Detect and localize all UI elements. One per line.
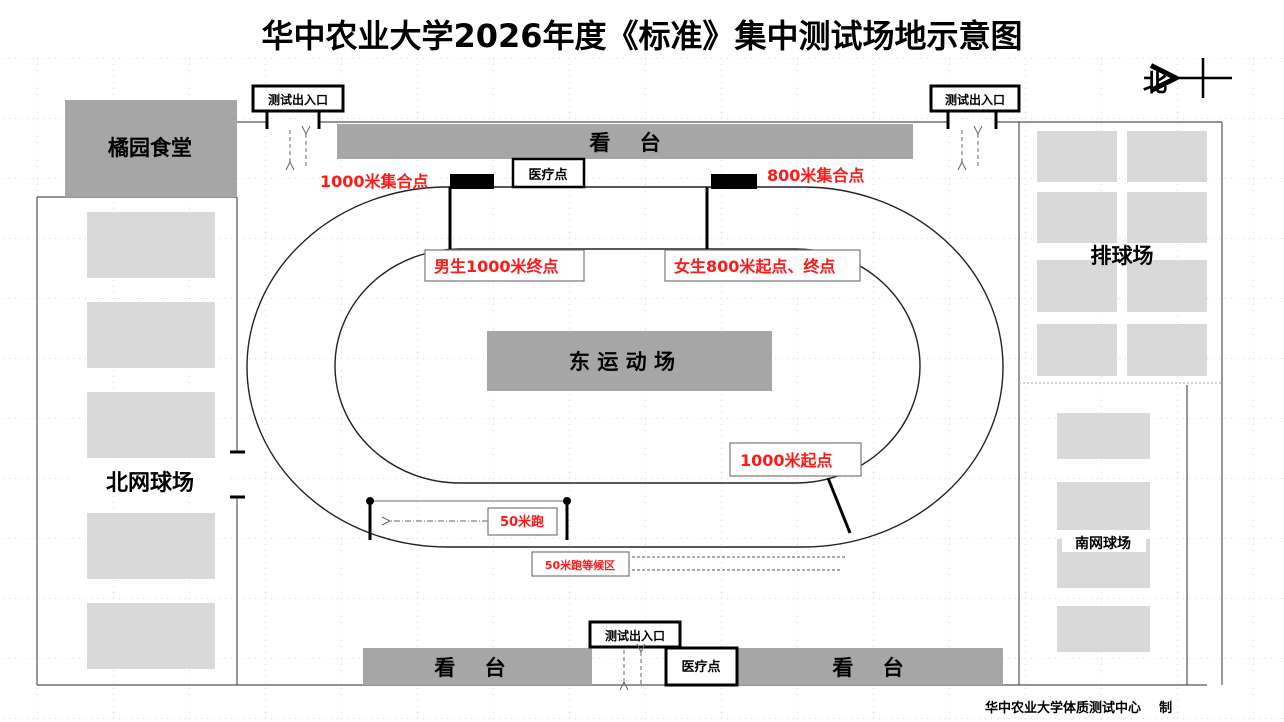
- waiting-50: 50米跑等候区: [531, 551, 845, 577]
- court: [1037, 131, 1117, 182]
- assembly-1000: 1000米集合点: [320, 172, 494, 249]
- volleyball-label: 排球场: [1091, 244, 1154, 268]
- court: [1057, 482, 1150, 530]
- medical-point-top: 医疗点: [511, 157, 586, 189]
- court: [1037, 260, 1117, 312]
- waiting-50-label: 50米跑等候区: [545, 558, 615, 572]
- medical-label: 医疗点: [681, 659, 720, 675]
- south-tennis-courts: 南网球场: [1057, 413, 1150, 652]
- start-1000-label: 1000米起点: [740, 451, 833, 470]
- north-tennis-gate: [230, 450, 245, 499]
- entrance-top-left: 测试出入口: [251, 84, 345, 166]
- entrance-label: 测试出入口: [605, 628, 665, 643]
- north-tennis-label: 北网球场: [106, 471, 194, 496]
- medical-label: 医疗点: [528, 167, 567, 183]
- top-stand-label: 看 台: [589, 131, 660, 155]
- start-finish-800-female: 女生800米起点、终点: [664, 249, 861, 282]
- sprint-50: 50米跑: [366, 497, 571, 540]
- court: [87, 603, 215, 669]
- east-field: 东 运 动 场: [487, 331, 772, 391]
- top-stand: 看 台: [337, 124, 913, 159]
- finish-1000-label: 男生1000米终点: [434, 257, 559, 276]
- court: [87, 392, 215, 458]
- court: [87, 302, 215, 368]
- court: [1037, 324, 1117, 376]
- court: [87, 513, 215, 579]
- court: [1127, 192, 1207, 243]
- stand-label: 看 台: [434, 656, 505, 680]
- south-tennis-label: 南网球场: [1075, 535, 1131, 552]
- assembly-1000-label: 1000米集合点: [320, 172, 429, 191]
- compass: 北: [1143, 58, 1232, 98]
- track-inner-lane: [334, 248, 921, 484]
- entrance-top-right: 测试出入口: [929, 84, 1021, 166]
- canteen-label: 橘园食堂: [108, 136, 192, 160]
- entrance-label: 测试出入口: [945, 92, 1005, 107]
- start-800-label: 女生800米起点、终点: [674, 257, 835, 276]
- assembly-marker: [711, 174, 757, 189]
- finish-1000-male: 男生1000米终点: [424, 249, 585, 282]
- entrance-bottom: 测试出入口: [588, 620, 682, 684]
- assembly-marker: [450, 174, 494, 189]
- footer-credit: 华中农业大学体质测试中心 制: [985, 700, 1172, 716]
- north-tennis-courts: 北网球场: [70, 212, 230, 669]
- compass-north-label: 北: [1143, 69, 1167, 97]
- start-1000: 1000米起点: [729, 442, 862, 534]
- court: [1057, 606, 1150, 652]
- court: [87, 212, 215, 278]
- court: [1037, 192, 1117, 243]
- assembly-800-label: 800米集合点: [767, 166, 864, 185]
- track-outer-lane: [246, 186, 1004, 548]
- court: [1127, 131, 1207, 182]
- volleyball-courts: 排球场: [1037, 131, 1207, 376]
- running-track: [246, 186, 1004, 548]
- bottom-stand-right: 看 台: [737, 648, 1003, 685]
- assembly-800: 800米集合点: [705, 166, 864, 249]
- canteen: 橘园食堂: [65, 100, 237, 197]
- entrance-label: 测试出入口: [268, 92, 328, 107]
- bottom-stand-left: 看 台: [363, 648, 592, 685]
- medical-point-bottom: 医疗点: [664, 646, 739, 687]
- stand-label: 看 台: [832, 656, 903, 680]
- court: [1127, 260, 1207, 312]
- court: [1127, 324, 1207, 376]
- run-50-label: 50米跑: [500, 514, 544, 530]
- east-field-label: 东 运 动 场: [569, 350, 675, 374]
- page-title: 华中农业大学2026年度《标准》集中测试场地示意图: [261, 17, 1022, 55]
- court: [1057, 413, 1150, 459]
